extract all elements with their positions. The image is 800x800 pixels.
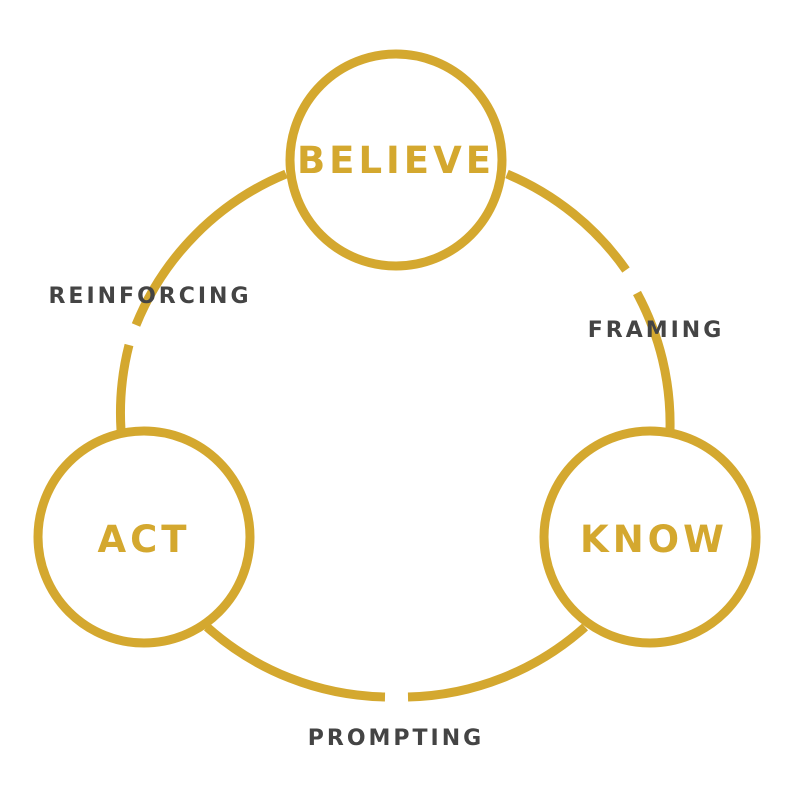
arc-reinforcing-gap-to-believe [131, 169, 288, 327]
arc-framing-gap-to-know [633, 290, 675, 431]
arc-believe-to-framing-gap [505, 169, 630, 273]
believe-node-circle [285, 49, 507, 271]
arc-act-to-reinforcing-gap [116, 343, 134, 431]
edge-label-prompting: PROMPTING [308, 726, 484, 751]
believe-node-label: BELIEVE [297, 139, 495, 182]
know-node-label: KNOW [580, 518, 728, 561]
edge-label-framing: FRAMING [588, 318, 725, 343]
edge-label-reinforcing: REINFORCING [48, 284, 251, 309]
know-node-circle [539, 426, 761, 648]
arc-know-to-prompting-gap [407, 623, 588, 702]
act-node-label: ACT [97, 518, 190, 561]
act-node-circle [33, 426, 255, 648]
arc-prompting-gap-to-act [204, 623, 386, 702]
